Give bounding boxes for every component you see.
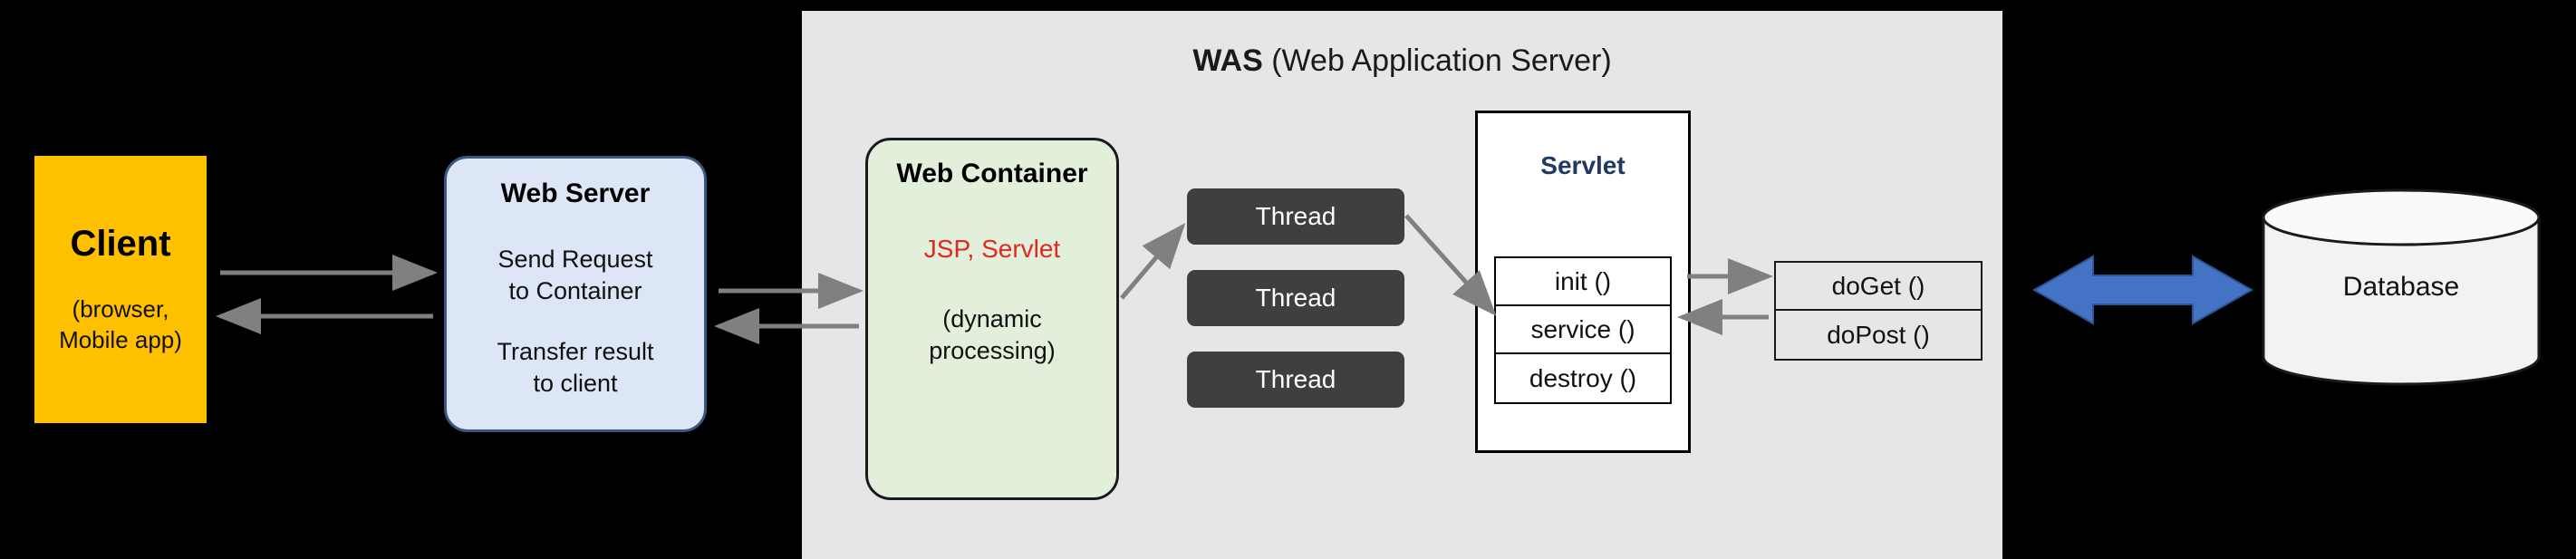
web-server-request-line-2: to Container	[508, 277, 642, 305]
web-container-box[interactable]: Web Container JSP, Servlet (dynamic proc…	[865, 138, 1119, 500]
database-cylinder[interactable]: Database	[2261, 188, 2542, 386]
web-container-title: Web Container	[896, 159, 1088, 188]
was-full-name: (Web Application Server)	[1271, 43, 1612, 78]
web-container-subtitle-line-2: processing)	[929, 337, 1056, 365]
was-title: WAS (Web Application Server)	[802, 43, 2002, 79]
handler-dopost[interactable]: doPost ()	[1776, 311, 1981, 359]
handler-doget-label: doGet ()	[1831, 271, 1925, 300]
client-box[interactable]: Client (browser, Mobile app)	[34, 156, 207, 423]
thread-label-2: Thread	[1255, 284, 1336, 312]
web-server-title: Web Server	[500, 178, 651, 208]
servlet-box[interactable]: Servlet init () service () destroy ()	[1475, 111, 1691, 453]
thread-box-1[interactable]: Thread	[1187, 188, 1404, 245]
was-abbr: WAS	[1192, 43, 1263, 78]
arrow-was-to-database	[2031, 255, 2254, 325]
web-server-box[interactable]: Web Server Send Request to Container Tra…	[444, 156, 707, 432]
handler-dopost-label: doPost ()	[1827, 320, 1930, 349]
servlet-method-init-label: init ()	[1554, 266, 1612, 295]
http-handler-list: doGet () doPost ()	[1774, 261, 1983, 361]
web-container-subtitle-line-1: (dynamic	[942, 305, 1042, 333]
client-subtitle-line-2: Mobile app)	[59, 325, 182, 353]
web-server-response-text: Transfer result to client	[497, 336, 653, 400]
servlet-method-service-label: service ()	[1530, 314, 1635, 343]
servlet-method-service[interactable]: service ()	[1496, 306, 1670, 354]
thread-box-2[interactable]: Thread	[1187, 270, 1404, 326]
servlet-method-destroy-label: destroy ()	[1529, 363, 1637, 392]
web-container-subtitle: (dynamic processing)	[929, 304, 1056, 367]
web-server-response-line-2: to client	[533, 370, 618, 398]
client-subtitle-line-1: (browser,	[72, 295, 169, 323]
servlet-title: Servlet	[1540, 151, 1626, 179]
servlet-method-init[interactable]: init ()	[1496, 258, 1670, 306]
database-shape	[2262, 188, 2541, 386]
thread-label-1: Thread	[1255, 202, 1336, 230]
handler-doget[interactable]: doGet ()	[1776, 263, 1981, 311]
web-container-highlight: JSP, Servlet	[923, 235, 1061, 263]
client-title: Client	[70, 224, 171, 265]
thread-box-3[interactable]: Thread	[1187, 352, 1404, 408]
client-subtitle: (browser, Mobile app)	[59, 294, 182, 355]
thread-label-3: Thread	[1255, 365, 1336, 393]
web-server-request-text: Send Request to Container	[497, 244, 652, 307]
servlet-method-destroy[interactable]: destroy ()	[1496, 354, 1670, 402]
web-server-response-line-1: Transfer result	[497, 338, 654, 366]
web-server-request-line-1: Send Request	[497, 246, 653, 273]
database-label: Database	[2342, 272, 2460, 302]
servlet-method-list: init () service () destroy ()	[1494, 256, 1672, 404]
